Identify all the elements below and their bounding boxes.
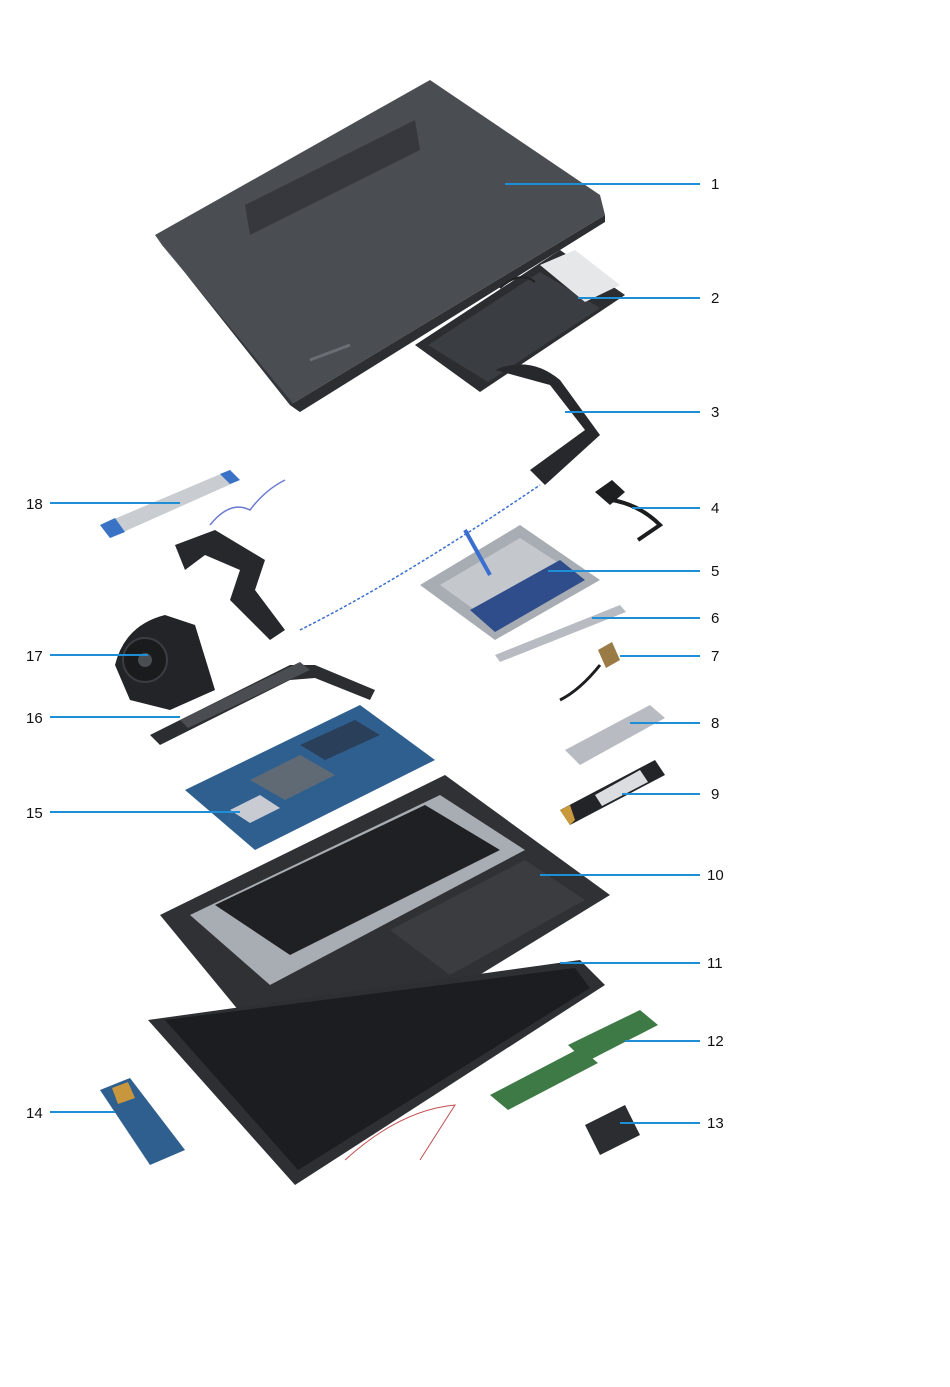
wlan-card-part: [585, 1105, 640, 1155]
callout-16: 16: [26, 710, 43, 727]
callout-4: 4: [711, 500, 719, 517]
speaker-left-part: [175, 480, 285, 640]
io-board-part: [100, 1078, 185, 1165]
callout-14: 14: [26, 1105, 43, 1122]
callout-3: 3: [711, 404, 719, 421]
callout-6: 6: [711, 610, 719, 627]
base-cover-part: [155, 80, 605, 412]
callout-18: 18: [26, 496, 43, 513]
callout-15: 15: [26, 805, 43, 822]
callout-1: 1: [711, 176, 719, 193]
callout-11: 11: [707, 955, 723, 972]
callout-9: 9: [711, 786, 719, 803]
callout-5: 5: [711, 563, 719, 580]
callout-10: 10: [707, 867, 724, 884]
touchpad-part: [420, 525, 600, 640]
callout-12: 12: [707, 1033, 724, 1050]
callout-7: 7: [711, 648, 719, 665]
callout-17: 17: [26, 648, 43, 665]
ssd-shield-part: [565, 705, 665, 765]
callout-13: 13: [707, 1115, 724, 1132]
dc-in-part: [560, 642, 620, 700]
fan-part: [115, 615, 215, 710]
ssd-part: [560, 760, 665, 825]
callout-8: 8: [711, 715, 719, 732]
power-button-part: [595, 480, 660, 540]
callout-2: 2: [711, 290, 719, 307]
